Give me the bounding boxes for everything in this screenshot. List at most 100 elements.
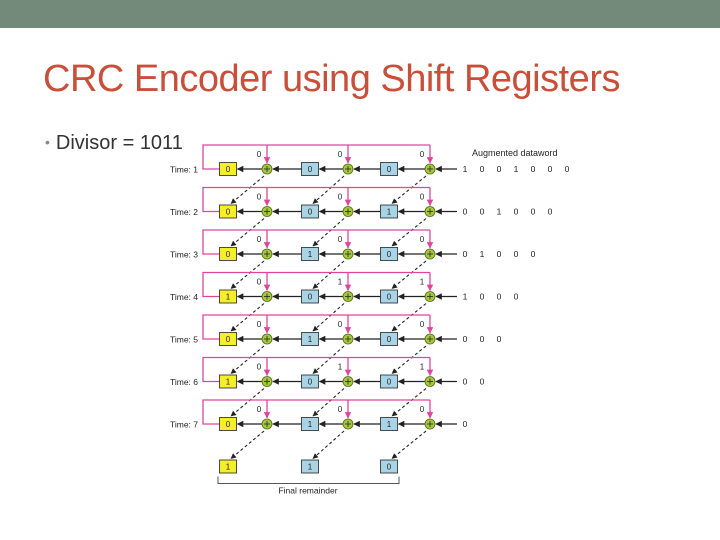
register-value: 0: [387, 293, 392, 302]
feedback-bit: 0: [420, 150, 425, 159]
input-bit: 0: [463, 419, 468, 429]
register-box: [301, 417, 319, 431]
register-value: 0: [308, 208, 313, 217]
register-box: [301, 332, 319, 346]
feedback-bit: 0: [338, 235, 343, 244]
register-box: [380, 374, 398, 389]
next-step-dashed-arrow: [391, 260, 427, 289]
time-label: Time: 6: [170, 377, 198, 387]
register-box: [301, 289, 319, 304]
register-value: 1: [387, 420, 392, 429]
feedback-bit: 0: [257, 193, 262, 202]
feedback-bit: 0: [338, 320, 343, 329]
feedback-bit: 0: [420, 405, 425, 414]
register-box: [380, 289, 398, 304]
register-value: 0: [387, 250, 392, 259]
feedback-bit: 0: [257, 320, 262, 329]
register-box: [301, 247, 319, 261]
feedback-bit: 0: [257, 235, 262, 244]
next-step-dashed-arrow: [230, 345, 265, 374]
final-remainder-bracket: [217, 476, 400, 484]
feedback-bit: 0: [338, 405, 343, 414]
next-step-dashed-arrow: [312, 430, 345, 459]
register-value: 0: [226, 208, 231, 217]
input-bit: 0: [514, 249, 519, 259]
next-step-dashed-arrow: [230, 388, 265, 417]
feedback-loop-line: [202, 356, 430, 383]
register-value: 1: [308, 250, 313, 259]
time-label: Time: 7: [170, 420, 198, 430]
next-step-dashed-arrow: [312, 388, 345, 417]
input-bit: 0: [480, 292, 485, 302]
feedback-bit: 0: [338, 150, 343, 159]
input-bit: 1: [463, 292, 468, 302]
input-bit: 0: [463, 334, 468, 344]
input-bit: 0: [565, 164, 570, 174]
input-bit: 0: [480, 334, 485, 344]
feedback-bit: 1: [420, 363, 425, 372]
input-bit: 0: [463, 249, 468, 259]
register-value: 0: [308, 378, 313, 387]
register-value: 0: [387, 335, 392, 344]
input-bit: 0: [497, 292, 502, 302]
next-step-dashed-arrow: [312, 345, 345, 374]
register-value: 1: [387, 208, 392, 217]
register-box: [219, 332, 237, 346]
feedback-bit: 0: [257, 405, 262, 414]
input-bit: 0: [480, 377, 485, 387]
register-value: 1: [226, 378, 231, 387]
feedback-loop-line: [202, 229, 430, 255]
register-value: 0: [387, 378, 392, 387]
next-step-dashed-arrow: [230, 260, 265, 289]
register-box: [219, 247, 237, 261]
register-box: [219, 162, 237, 176]
register-value: 0: [387, 165, 392, 174]
final-remainder-bit: 1: [226, 463, 231, 472]
next-step-dashed-arrow: [312, 175, 345, 204]
register-value: 0: [308, 293, 313, 302]
final-remainder-bit: 0: [387, 463, 392, 472]
feedback-bit: 1: [338, 278, 343, 287]
register-value: 0: [308, 165, 313, 174]
next-step-dashed-arrow: [391, 345, 427, 374]
feedback-loop-line: [202, 271, 430, 298]
register-box: [219, 417, 237, 431]
register-box: [219, 374, 237, 389]
feedback-loop-line: [202, 399, 430, 425]
next-step-dashed-arrow: [391, 303, 427, 332]
next-step-dashed-arrow: [230, 175, 265, 204]
input-bit: 0: [514, 292, 519, 302]
feedback-bit: 0: [257, 150, 262, 159]
register-box: [380, 162, 398, 176]
register-value: 0: [226, 250, 231, 259]
feedback-bit: 0: [257, 278, 262, 287]
register-value: 1: [308, 420, 313, 429]
time-label: Time: 3: [170, 250, 198, 260]
final-register-box: [380, 459, 398, 474]
top-banner: [0, 0, 720, 28]
next-step-dashed-arrow: [312, 218, 345, 247]
feedback-bit: 1: [338, 363, 343, 372]
feedback-bit: 0: [420, 193, 425, 202]
next-step-dashed-arrow: [230, 218, 265, 247]
footer-label: Final remainder: [278, 486, 337, 496]
input-bit: 0: [497, 249, 502, 259]
feedback-bit: 0: [420, 235, 425, 244]
next-step-dashed-arrow: [230, 303, 265, 332]
register-value: 1: [226, 293, 231, 302]
register-box: [380, 332, 398, 346]
input-bit: 0: [463, 377, 468, 387]
next-step-dashed-arrow: [312, 260, 345, 289]
register-box: [219, 289, 237, 304]
input-bit: 0: [497, 164, 502, 174]
time-label: Time: 2: [170, 207, 198, 217]
next-step-dashed-arrow: [391, 175, 427, 204]
input-bit: 0: [480, 207, 485, 217]
feedback-bit: 1: [420, 278, 425, 287]
bullet-text: Divisor = 1011: [55, 132, 183, 154]
register-value: 1: [308, 335, 313, 344]
final-register-box: [219, 459, 237, 474]
register-box: [301, 204, 319, 219]
feedback-bit: 0: [338, 193, 343, 202]
next-step-dashed-arrow: [391, 218, 427, 247]
